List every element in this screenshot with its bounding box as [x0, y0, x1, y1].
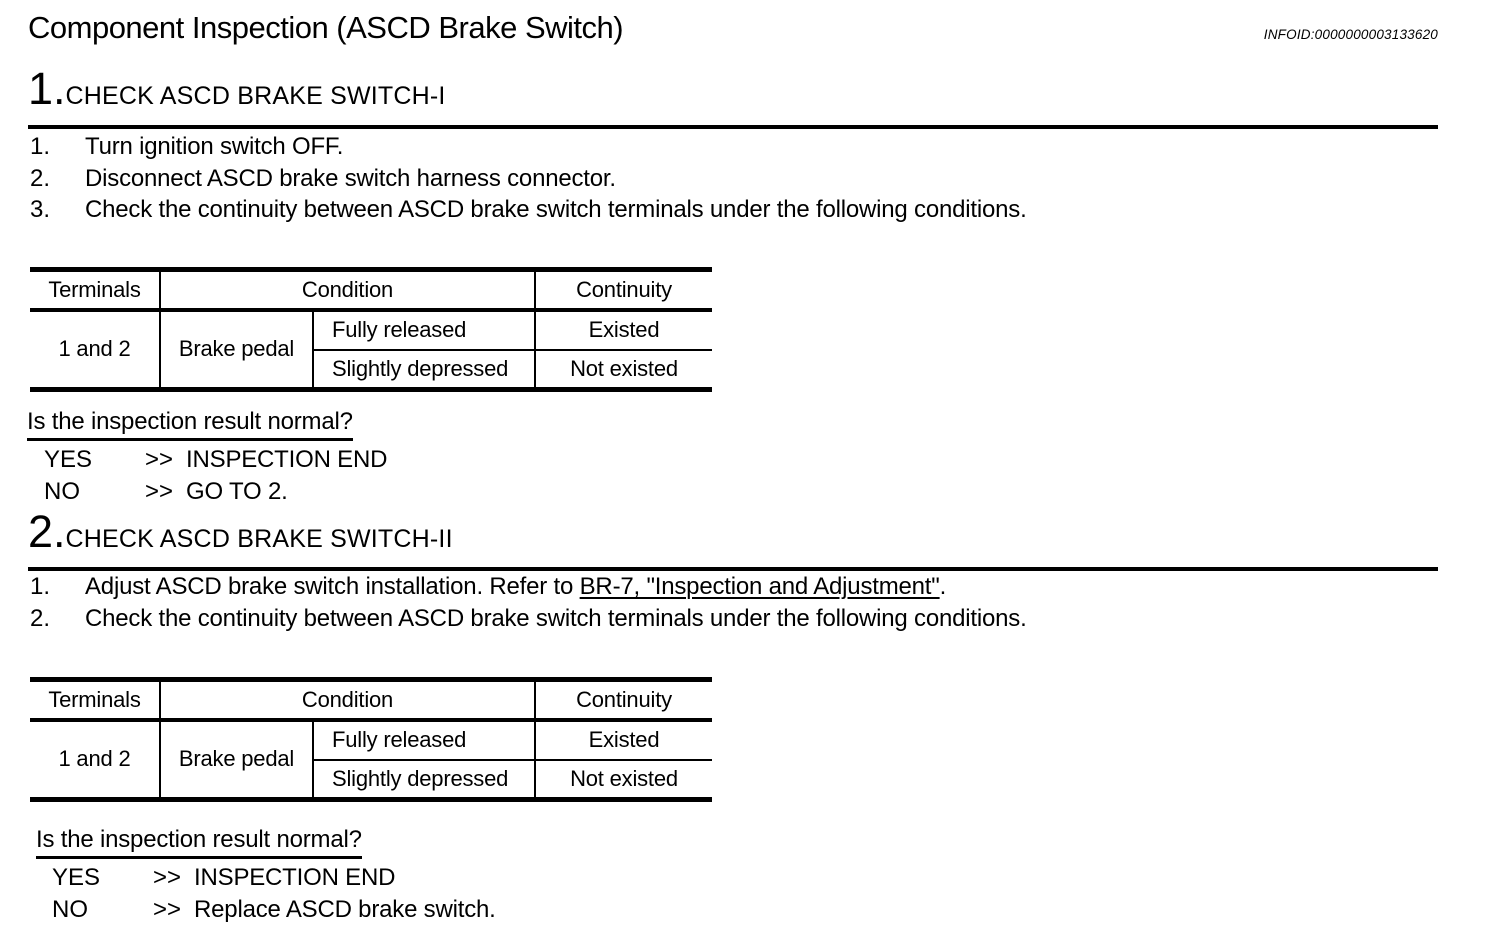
section-1-steps: 1. Turn ignition switch OFF. 2. Disconne…	[30, 131, 1027, 226]
table-row: 1 and 2 Brake pedal Fully released Exist…	[30, 719, 712, 800]
procedure-step: 3. Check the continuity between ASCD bra…	[30, 194, 1027, 226]
result-label: NO	[52, 896, 88, 923]
step-text: Adjust ASCD brake switch installation. R…	[85, 571, 946, 603]
result-row-no: NO >> Replace ASCD brake switch.	[52, 894, 496, 926]
condition-sub-cell: Fully released	[312, 309, 535, 351]
infoid-label: INFOID:0000000003133620	[1263, 27, 1438, 42]
step-text: Disconnect ASCD brake switch harness con…	[85, 164, 616, 192]
result-label: YES	[52, 864, 101, 891]
column-header-continuity: Continuity	[534, 679, 712, 722]
procedure-step: 1. Adjust ASCD brake switch installation…	[30, 571, 1027, 603]
table-header-row: Terminals Condition Continuity	[30, 679, 712, 722]
continuity-conditions-table: Terminals Condition Continuity 1 and 2 B…	[30, 267, 712, 392]
section-1-number: 1.	[28, 63, 66, 114]
continuity-cell: Existed	[534, 719, 712, 761]
step-number: 1.	[30, 133, 51, 160]
condition-main-cell: Brake pedal	[159, 719, 313, 800]
result-label: NO	[44, 478, 80, 505]
inspection-question: Is the inspection result normal?	[36, 826, 362, 859]
section-2-steps: 1. Adjust ASCD brake switch installation…	[30, 571, 1027, 634]
result-arrow: >>	[145, 446, 174, 473]
procedure-step: 1. Turn ignition switch OFF.	[30, 131, 1027, 163]
result-arrow: >>	[145, 478, 174, 505]
column-header-condition: Condition	[159, 269, 535, 312]
step-number: 2.	[30, 604, 51, 632]
step-text: Turn ignition switch OFF.	[85, 133, 344, 160]
continuity-conditions-table: Terminals Condition Continuity 1 and 2 B…	[30, 677, 712, 802]
step-text-after: .	[939, 573, 947, 600]
result-row-no: NO >> GO TO 2.	[44, 476, 387, 508]
result-row-yes: YES >> INSPECTION END	[44, 444, 387, 476]
table-row: Slightly depressed Not existed	[30, 759, 712, 800]
column-header-condition: Condition	[159, 679, 535, 722]
step-number: 3.	[30, 196, 51, 223]
condition-sub-cell: Slightly depressed	[312, 349, 535, 390]
terminals-cell: 1 and 2	[58, 746, 131, 772]
result-action: GO TO 2.	[186, 478, 288, 505]
procedure-step: 2. Check the continuity between ASCD bra…	[30, 603, 1027, 635]
br-7-reference-link[interactable]: BR-7, "Inspection and Adjustment"	[579, 573, 940, 600]
condition-sub-cell: Slightly depressed	[312, 759, 535, 800]
result-action: Replace ASCD brake switch.	[194, 896, 496, 923]
result-action: INSPECTION END	[186, 446, 388, 473]
section-2-rule	[28, 567, 1438, 571]
column-header-terminals: Terminals	[30, 269, 160, 312]
section-2-number: 2.	[28, 506, 66, 557]
column-header-terminals: Terminals	[30, 679, 160, 722]
step-number: 1.	[30, 573, 51, 600]
section-2-title: CHECK ASCD BRAKE SWITCH-II	[65, 525, 453, 553]
condition-sub-cell: Fully released	[312, 719, 535, 761]
step-text-before: Adjust ASCD brake switch installation. R…	[85, 573, 580, 600]
continuity-cell: Not existed	[534, 759, 712, 800]
continuity-cell: Existed	[534, 309, 712, 351]
condition-main-cell: Brake pedal	[159, 309, 313, 390]
result-label: YES	[44, 446, 93, 473]
result-row-yes: YES >> INSPECTION END	[52, 862, 496, 894]
section-1-title: CHECK ASCD BRAKE SWITCH-I	[65, 82, 446, 110]
page-title: Component Inspection (ASCD Brake Switch)	[28, 10, 624, 45]
result-arrow: >>	[153, 896, 182, 923]
procedure-step: 2. Disconnect ASCD brake switch harness …	[30, 163, 1027, 195]
result-action: INSPECTION END	[194, 864, 396, 891]
section-1-heading: 1.CHECK ASCD BRAKE SWITCH-I	[28, 66, 446, 111]
column-header-continuity: Continuity	[534, 269, 712, 312]
terminals-cell: 1 and 2	[58, 336, 131, 362]
section-1-results: YES >> INSPECTION END NO >> GO TO 2.	[44, 444, 387, 508]
section-2-results: YES >> INSPECTION END NO >> Replace ASCD…	[52, 862, 496, 926]
inspection-question: Is the inspection result normal?	[27, 408, 353, 441]
table-row: 1 and 2 Brake pedal Fully released Exist…	[30, 309, 712, 390]
continuity-cell: Not existed	[534, 349, 712, 390]
table-header-row: Terminals Condition Continuity	[30, 269, 712, 312]
step-number: 2.	[30, 164, 51, 192]
step-text: Check the continuity between ASCD brake …	[85, 196, 1027, 223]
step-text: Check the continuity between ASCD brake …	[85, 604, 1027, 632]
result-arrow: >>	[153, 864, 182, 891]
section-2-heading: 2.CHECK ASCD BRAKE SWITCH-II	[28, 509, 453, 554]
section-1-rule	[28, 125, 1438, 129]
table-row: Slightly depressed Not existed	[30, 349, 712, 390]
